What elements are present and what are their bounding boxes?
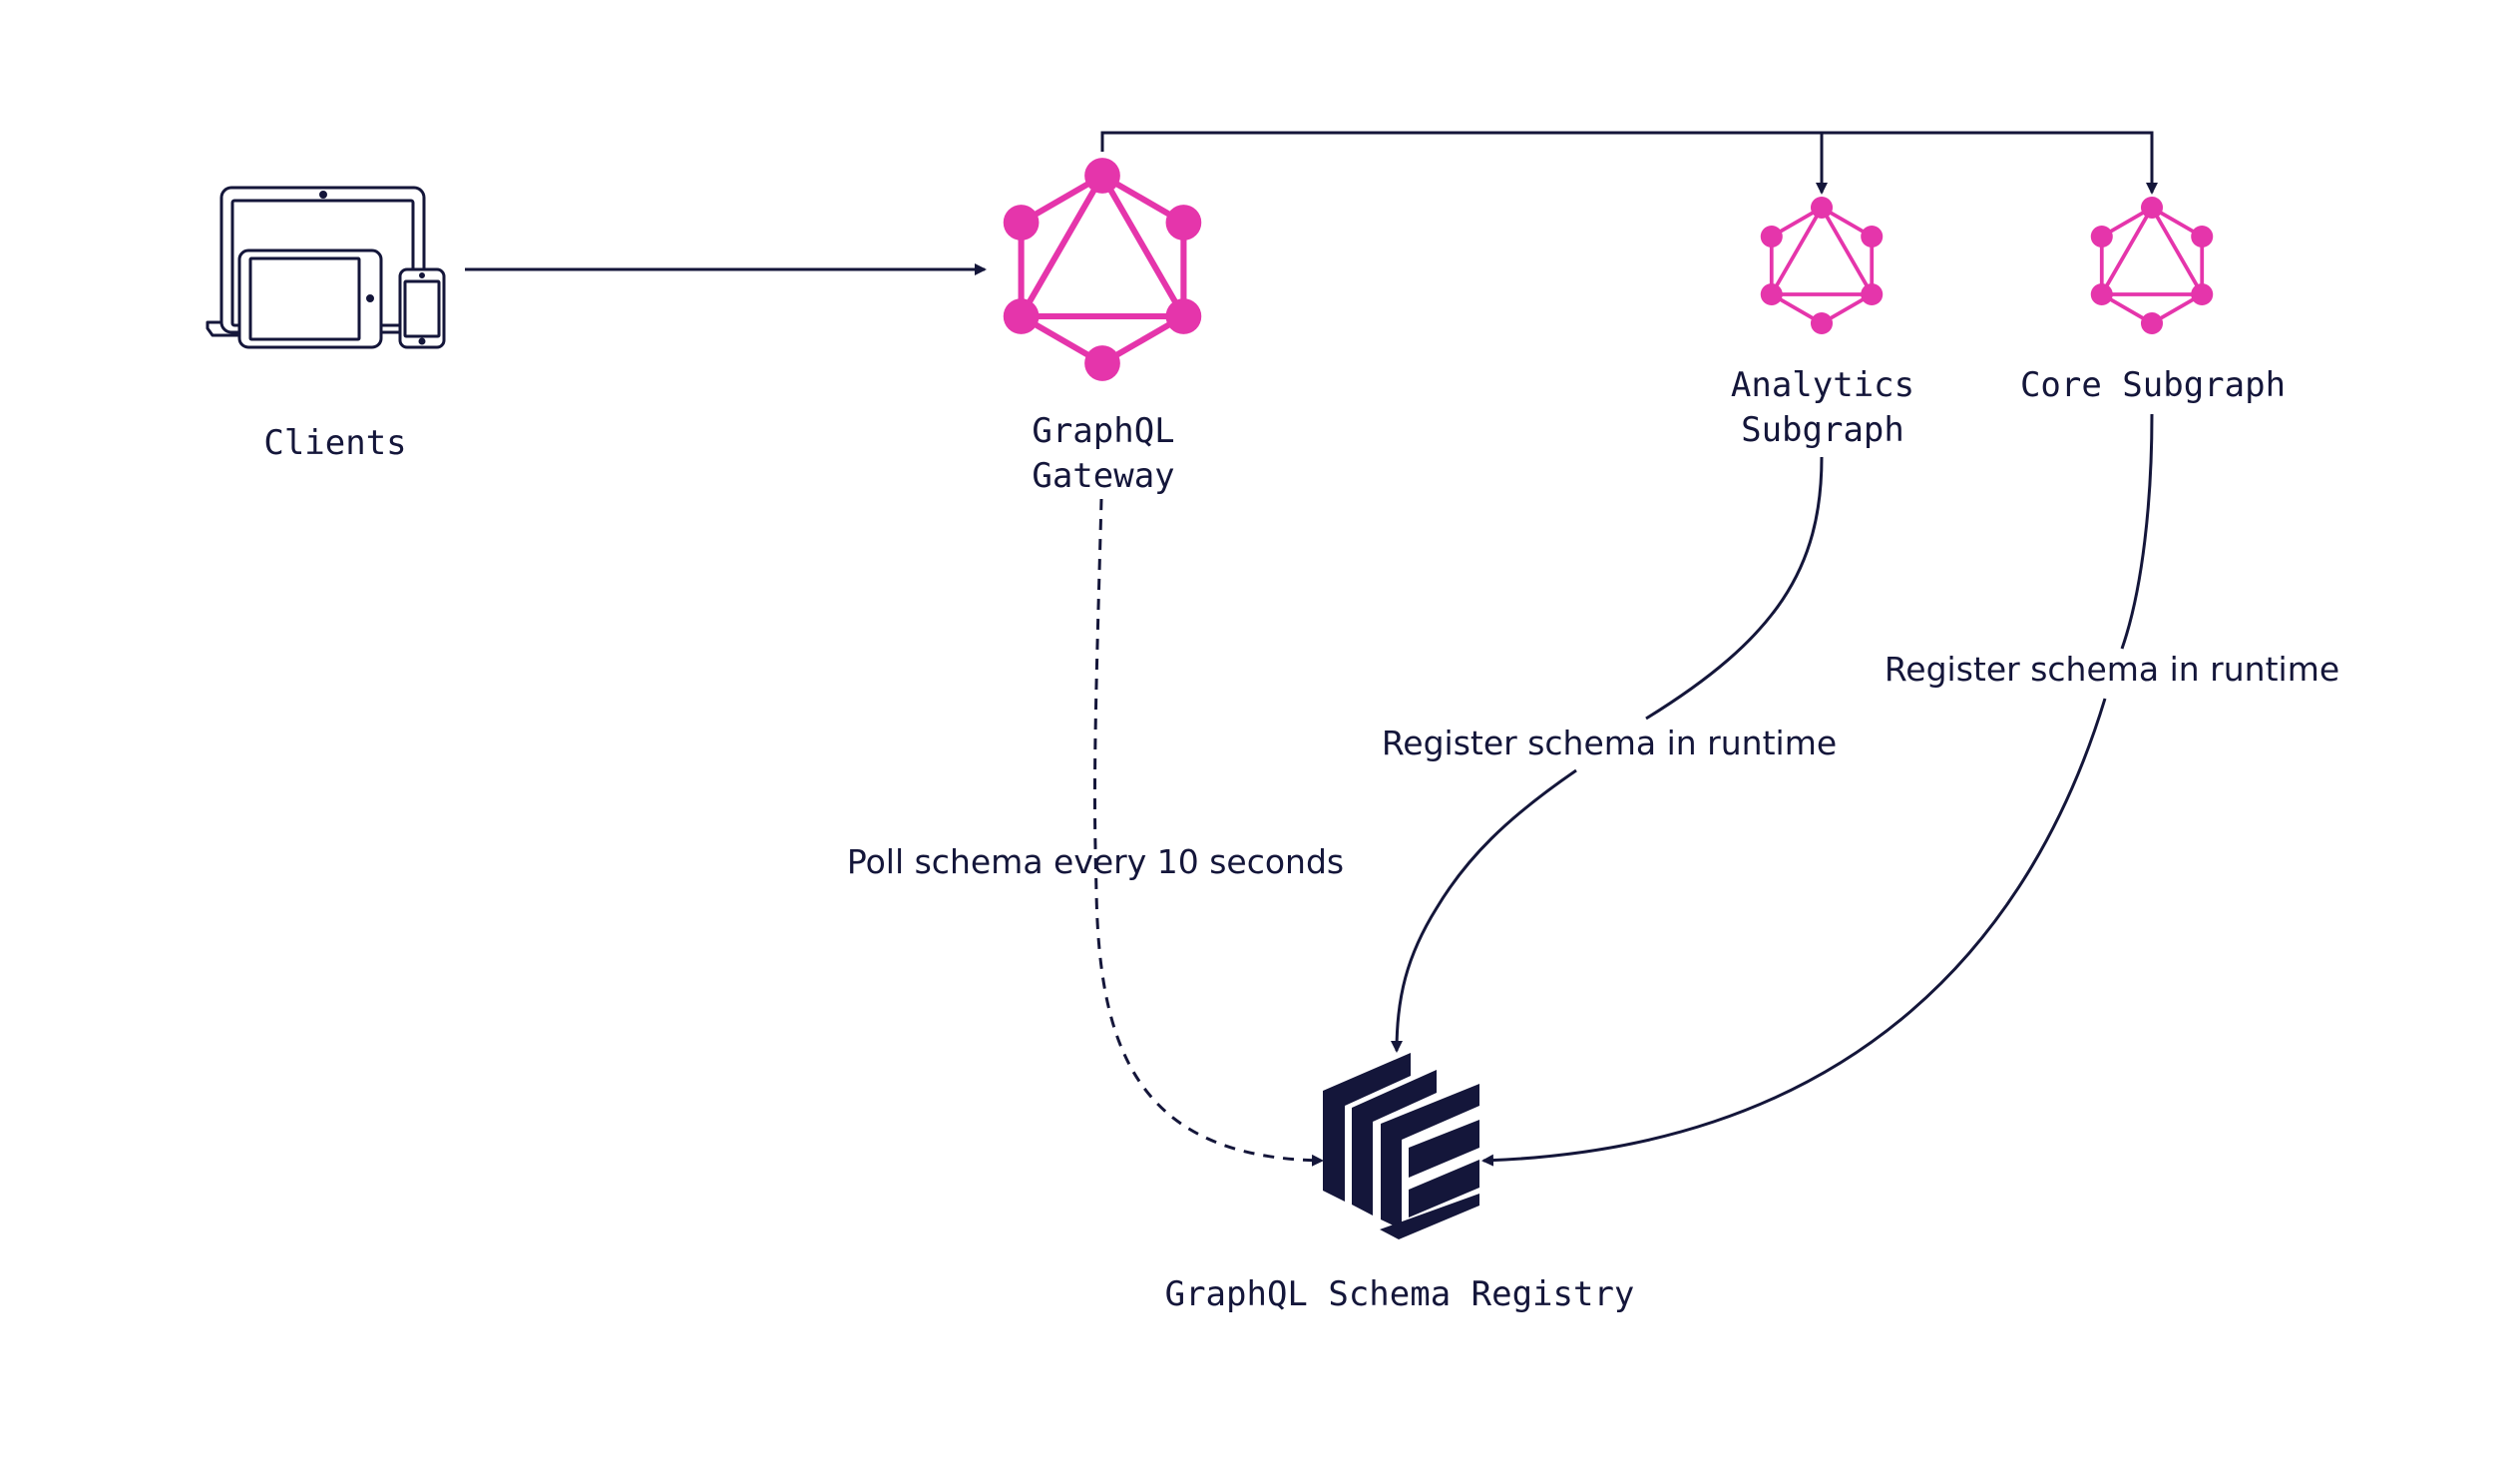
schema-registry-node: GraphQL Schema Registry <box>1165 1053 1635 1314</box>
gateway-label-line2: Gateway <box>1032 456 1174 496</box>
edge-core-register <box>1483 413 2154 1161</box>
gateway-label-line1: GraphQL <box>1032 411 1174 451</box>
schema-registry-logo-icon <box>1323 1053 1479 1239</box>
core-label: Core Subgraph <box>2020 365 2286 405</box>
edge-gateway-poll-registry <box>1092 498 1324 1167</box>
analytics-register-edge-label: Register schema in runtime <box>1382 724 1837 762</box>
analytics-label-line2: Subgraph <box>1741 410 1904 450</box>
core-register-edge-label: Register schema in runtime <box>1885 650 2339 689</box>
analytics-label-line1: Analytics <box>1731 365 1914 405</box>
clients-label: Clients <box>263 423 406 463</box>
analytics-subgraph-node: Analytics Subgraph <box>1731 197 1914 450</box>
core-subgraph-node: Core Subgraph <box>2020 197 2286 405</box>
clients-node: Clients <box>206 186 446 463</box>
gateway-node: GraphQL Gateway <box>1004 158 1202 496</box>
poll-edge-label: Poll schema every 10 seconds <box>847 842 1344 881</box>
devices-icon <box>206 186 446 349</box>
graphql-logo-icon <box>1761 197 1883 334</box>
registry-label: GraphQL Schema Registry <box>1165 1274 1635 1314</box>
graphql-logo-icon <box>1004 158 1202 381</box>
edge-analytics-register <box>1397 456 1824 1051</box>
edge-gateway-to-subgraphs <box>1100 131 2158 195</box>
edges <box>465 131 2158 1167</box>
graphql-logo-icon <box>2091 197 2213 334</box>
